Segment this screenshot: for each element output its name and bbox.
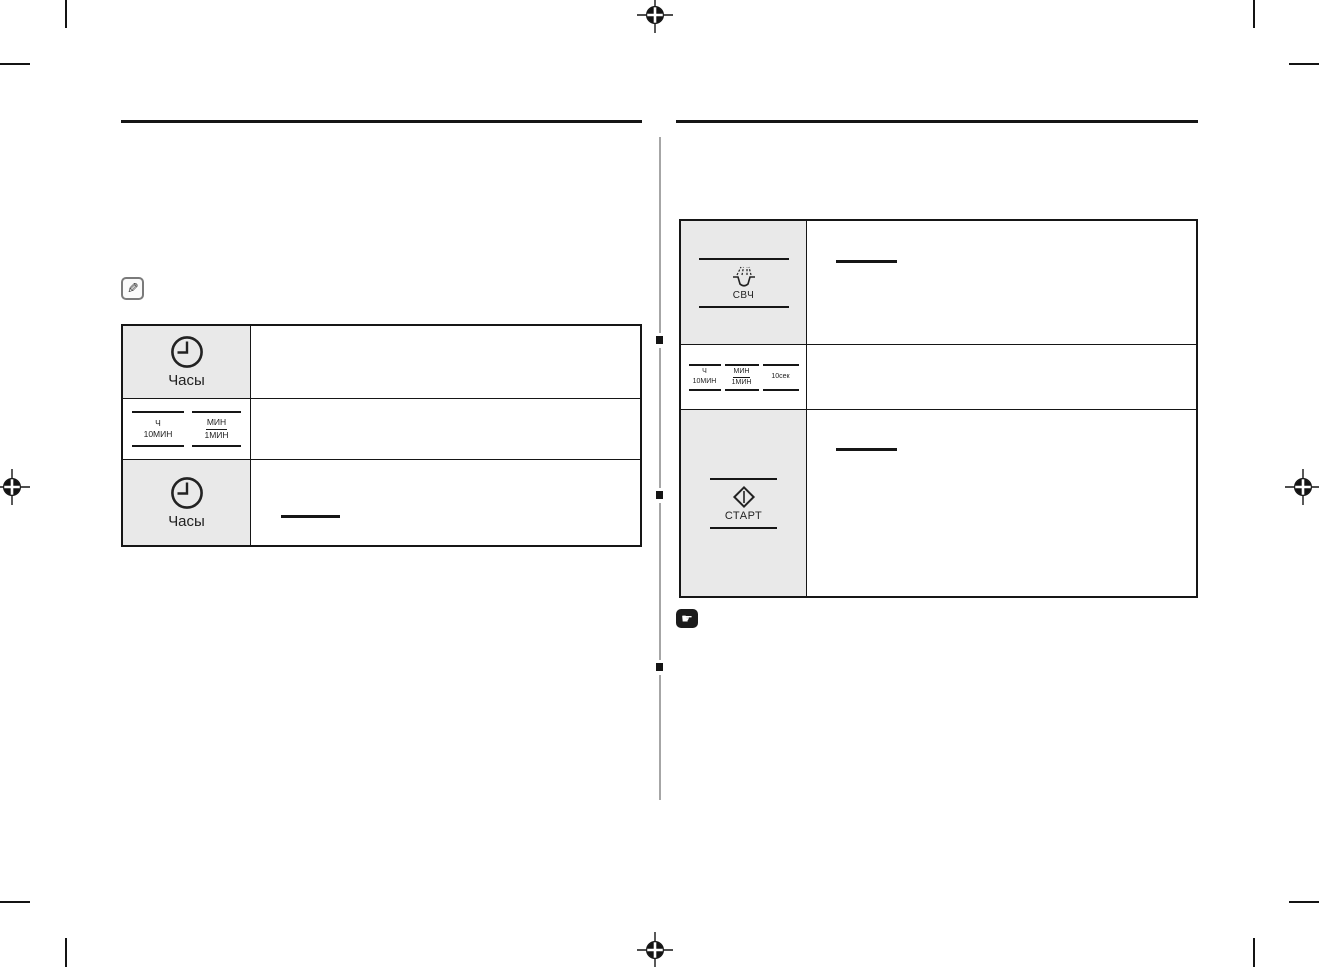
key-label: Ч xyxy=(155,417,161,428)
clock-button-cell: Часы xyxy=(123,460,251,545)
sec-10sec-key: 10сек xyxy=(762,363,799,391)
microwave-button-cell: СВЧ xyxy=(681,221,807,345)
min-1min-key: МИН 1МИН xyxy=(192,411,241,447)
column-divider xyxy=(659,137,661,333)
hour-10min-key: Ч 10МИН xyxy=(132,411,184,447)
crop-mark-bottom-left-v xyxy=(65,938,67,967)
hour-10min-key: Ч 10МИН xyxy=(688,363,721,391)
crop-mark-top-left-h xyxy=(0,63,30,65)
min-1min-key: МИН 1МИН xyxy=(724,363,759,391)
note-hand-icon: ☛ xyxy=(676,609,698,628)
crop-mark-bottom-right-v xyxy=(1253,938,1255,967)
step-text-cell xyxy=(251,460,640,545)
time-keys-cell: Ч 10МИН МИН 1МИН 10сек xyxy=(681,345,807,410)
left-column-header-rule xyxy=(121,120,642,123)
right-instruction-table: СВЧ Ч 10МИН МИН 1МИН 10сек xyxy=(679,219,1198,598)
start-icon xyxy=(732,485,755,508)
registration-mark-left xyxy=(0,469,30,505)
key-label: МИН xyxy=(205,417,228,430)
note-icon: ✎ xyxy=(121,277,144,300)
step-text-cell xyxy=(251,326,640,399)
divider-tick xyxy=(656,491,663,499)
step-text-cell xyxy=(807,410,1196,596)
key-label: МИН xyxy=(732,367,751,378)
microwave-key-label: СВЧ xyxy=(732,289,755,301)
crop-mark-top-right-v xyxy=(1253,0,1255,28)
clock-button-cell: Часы xyxy=(123,326,251,399)
key-label: 1МИН xyxy=(204,429,229,440)
left-instruction-table: Часы Ч 10МИН МИН 1МИН Часы xyxy=(121,324,642,547)
divider-tick xyxy=(656,336,663,344)
column-divider xyxy=(659,675,661,800)
microwave-icon xyxy=(732,266,755,287)
step-text-cell xyxy=(251,399,640,460)
column-divider xyxy=(659,503,661,660)
crop-mark-bottom-right-h xyxy=(1289,901,1319,903)
right-column-header-rule xyxy=(676,120,1198,123)
key-label: 10МИН xyxy=(143,429,173,439)
clock-icon xyxy=(170,476,203,509)
start-button-cell: СТАРТ xyxy=(681,410,807,596)
pointing-hand-icon: ☛ xyxy=(681,611,693,626)
blank-underline xyxy=(836,448,897,451)
step-text-cell xyxy=(807,345,1196,410)
time-keys-cell: Ч 10МИН МИН 1МИН xyxy=(123,399,251,460)
column-divider xyxy=(659,348,661,488)
start-key: СТАРТ xyxy=(710,477,777,529)
key-label: 10сек xyxy=(771,373,790,381)
divider-tick xyxy=(656,663,663,671)
crop-mark-top-right-h xyxy=(1289,63,1319,65)
registration-mark-right xyxy=(1285,469,1319,505)
clock-button-label: Часы xyxy=(168,512,205,530)
blank-underline xyxy=(281,515,340,518)
clock-icon xyxy=(170,336,203,368)
clock-button-label: Часы xyxy=(168,372,205,389)
pencil-icon: ✎ xyxy=(126,280,139,296)
registration-mark-bottom xyxy=(637,932,673,967)
key-label: 1МИН xyxy=(731,378,752,386)
start-key-label: СТАРТ xyxy=(724,509,763,522)
key-label: 10МИН xyxy=(692,378,717,385)
key-label: Ч xyxy=(702,368,707,376)
blank-underline xyxy=(836,260,897,263)
registration-mark-top xyxy=(637,0,673,33)
crop-mark-top-left-v xyxy=(65,0,67,28)
microwave-key: СВЧ xyxy=(698,257,789,308)
crop-mark-bottom-left-h xyxy=(0,901,30,903)
step-text-cell xyxy=(807,221,1196,345)
